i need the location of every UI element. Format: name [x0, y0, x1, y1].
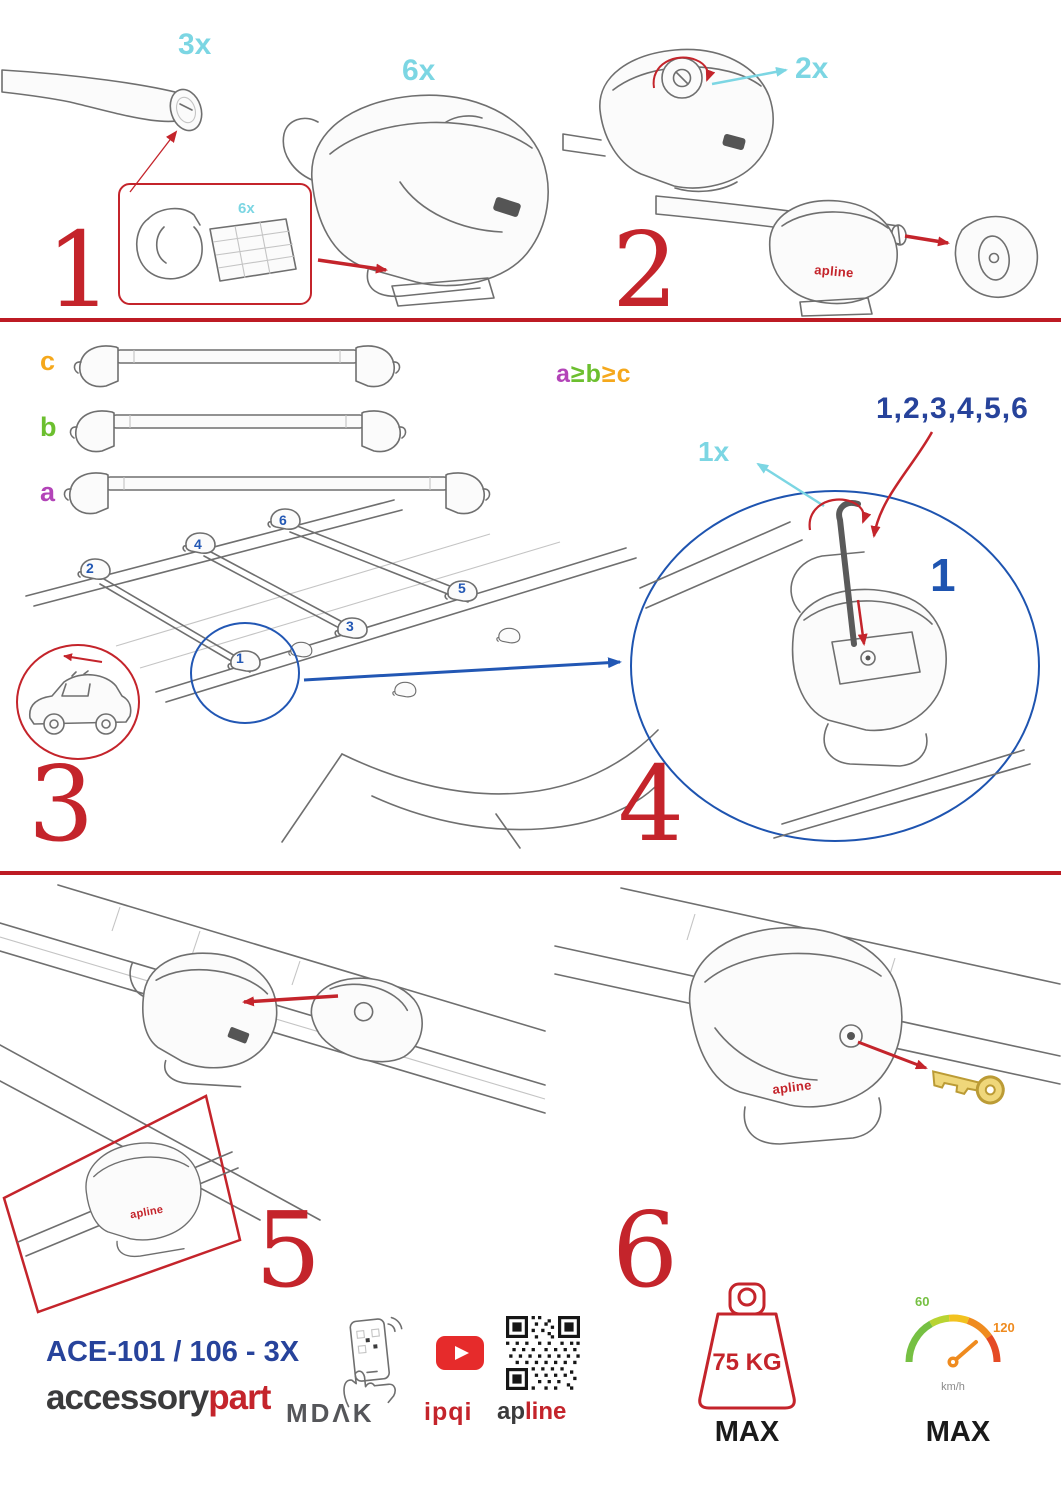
qr-code-icon [506, 1316, 580, 1390]
weight-limit-icon: 75 KG [698, 1282, 796, 1410]
brand-mdak: MDΛK [286, 1398, 375, 1428]
brand-accessory: accessory [46, 1378, 209, 1417]
position-number-5: 5 [458, 580, 466, 596]
order-a: a [556, 360, 571, 388]
speed-unit-label: km/h [941, 1381, 965, 1393]
apline-logo-text: apline [772, 1077, 813, 1097]
crossbar-end-illustration [1, 69, 203, 132]
speed-max-label: MAX [925, 1416, 991, 1448]
foot-tightening-illustration [639, 500, 1031, 839]
cover-slide-illustration [0, 884, 546, 1221]
crossbar-size-a-illustration [63, 472, 491, 515]
step-number-6: 6 [612, 1189, 679, 1311]
brand-apline-ap: ap [497, 1398, 526, 1425]
size-order-note: a≥b≥c [556, 360, 632, 389]
order-ge1: ≥ [570, 360, 586, 388]
youtube-icon [436, 1336, 484, 1370]
speedometer-icon: 60 120 km/h [905, 1294, 1015, 1393]
step-number-5: 5 [255, 1189, 322, 1311]
apline-logo: apline [497, 1398, 566, 1426]
crossbar-size-b-illustration [69, 410, 407, 453]
order-ge2: ≥ [601, 360, 617, 388]
car-icon [28, 653, 132, 735]
foot-quantity-label: 6x [402, 54, 436, 87]
end-cap [954, 215, 1039, 298]
order-c: c [616, 360, 632, 388]
car-inset-ellipse [16, 644, 140, 760]
car-roof-illustration [25, 499, 661, 849]
crossbar-size-c-illustration [73, 345, 401, 388]
direction-arrow [63, 653, 103, 663]
step-number-2: 2 [612, 209, 679, 331]
bar-quantity-label: 3x [178, 28, 212, 61]
clamp-underside-illustration: 6x [136, 200, 297, 282]
cover-piece [310, 977, 423, 1063]
weight-limit-value: 75 KG [712, 1349, 781, 1376]
product-code: ACE-101 / 106 - 3X [46, 1336, 300, 1368]
speed-high-label: 120 [993, 1320, 1015, 1335]
tightening-sequence: 1,2,3,4,5,6 [876, 392, 1029, 425]
section-divider-1 [0, 318, 1061, 322]
bar-endcap-illustration: apline [655, 195, 1039, 317]
zoom-detail-ellipse [630, 490, 1040, 842]
apline-logo-text: apline [814, 262, 855, 280]
size-label-b: b [40, 412, 57, 442]
weight-max-label: MAX [714, 1416, 780, 1448]
zoom-callout-number: 1 [930, 549, 956, 601]
speed-low-label: 60 [915, 1294, 929, 1309]
accessorypart-logo: accessorypart [46, 1378, 271, 1418]
position-number-4: 4 [194, 536, 202, 552]
order-b: b [585, 360, 602, 388]
size-label-a: a [40, 477, 56, 507]
key-icon [932, 1070, 1005, 1105]
lock-with-key-illustration: apline [554, 887, 1061, 1145]
section-divider-2 [0, 871, 1061, 875]
brand-part: part [208, 1378, 271, 1417]
size-label-c: c [40, 346, 56, 376]
brand-logo-patch [493, 197, 521, 217]
phone-scan-icon [343, 1316, 403, 1408]
step-number-1: 1 [46, 209, 113, 331]
clamp-underside-inset: 6x [118, 183, 312, 305]
knob-quantity-label: 2x [795, 52, 829, 85]
locked-foot-inset: apline [2, 1094, 242, 1314]
apline-logo-text: apline [129, 1204, 164, 1222]
position-number-2: 2 [86, 560, 94, 576]
foot-illustration-step1 [282, 94, 549, 307]
brand-logo-patch [722, 134, 746, 150]
step-number-4: 4 [618, 743, 685, 865]
position-number-6: 6 [279, 512, 287, 528]
tool-quantity-label: 1x [698, 436, 730, 467]
pad-quantity-label: 6x [238, 200, 255, 217]
position-number-3: 3 [346, 618, 354, 634]
brand-apline-line: line [525, 1398, 567, 1425]
foot-1-highlight-circle [190, 622, 300, 724]
step-number-3: 3 [28, 743, 95, 865]
brand-ipqi: ipqi [424, 1398, 473, 1426]
foot-knob-illustration [562, 48, 774, 193]
